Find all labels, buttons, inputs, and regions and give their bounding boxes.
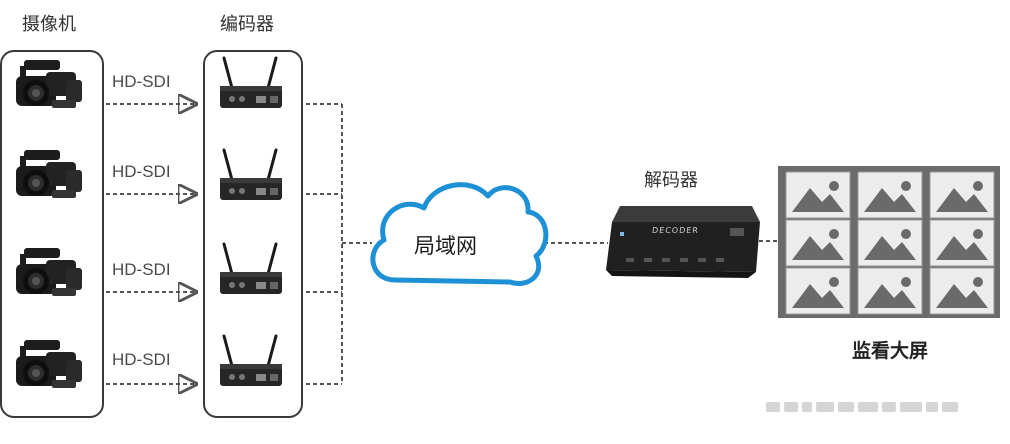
image-placeholder-icon <box>929 171 995 219</box>
network-bus <box>306 103 780 385</box>
image-placeholder-icon <box>929 219 995 267</box>
cloud-icon <box>370 182 549 286</box>
image-placeholder-icon <box>785 219 851 267</box>
encoder-box-icon <box>218 242 284 296</box>
watermark <box>766 398 996 416</box>
decoder-box-icon <box>606 206 760 278</box>
image-placeholder-icon <box>785 267 851 315</box>
decoder-label: 解码器 <box>644 170 698 191</box>
cameras-label: 摄像机 <box>22 14 76 35</box>
encoder-box-icon <box>218 148 284 202</box>
link-label-2: HD-SDI <box>112 162 171 181</box>
monitor-label: 监看大屏 <box>852 340 929 362</box>
network-label: 局域网 <box>414 234 477 258</box>
encoder-box-icon <box>218 334 284 388</box>
decoder-brand-text: DECODER <box>651 226 700 235</box>
image-placeholder-icon <box>857 267 923 315</box>
camcorder-icon <box>16 60 82 108</box>
video-wall <box>778 166 1000 318</box>
link-label-1: HD-SDI <box>112 72 171 91</box>
image-placeholder-icon <box>857 219 923 267</box>
camcorder-icon <box>16 248 82 296</box>
camcorder-icon <box>16 340 82 388</box>
encoders-label: 编码器 <box>220 14 274 35</box>
encoder-box-icon <box>218 56 284 110</box>
link-label-4: HD-SDI <box>112 350 171 369</box>
encoder-panel <box>203 50 303 418</box>
sdi-arrows <box>106 104 196 384</box>
image-placeholder-icon <box>929 267 995 315</box>
image-placeholder-icon <box>857 171 923 219</box>
camcorder-icon <box>16 150 82 198</box>
image-placeholder-icon <box>785 171 851 219</box>
link-label-3: HD-SDI <box>112 260 171 279</box>
